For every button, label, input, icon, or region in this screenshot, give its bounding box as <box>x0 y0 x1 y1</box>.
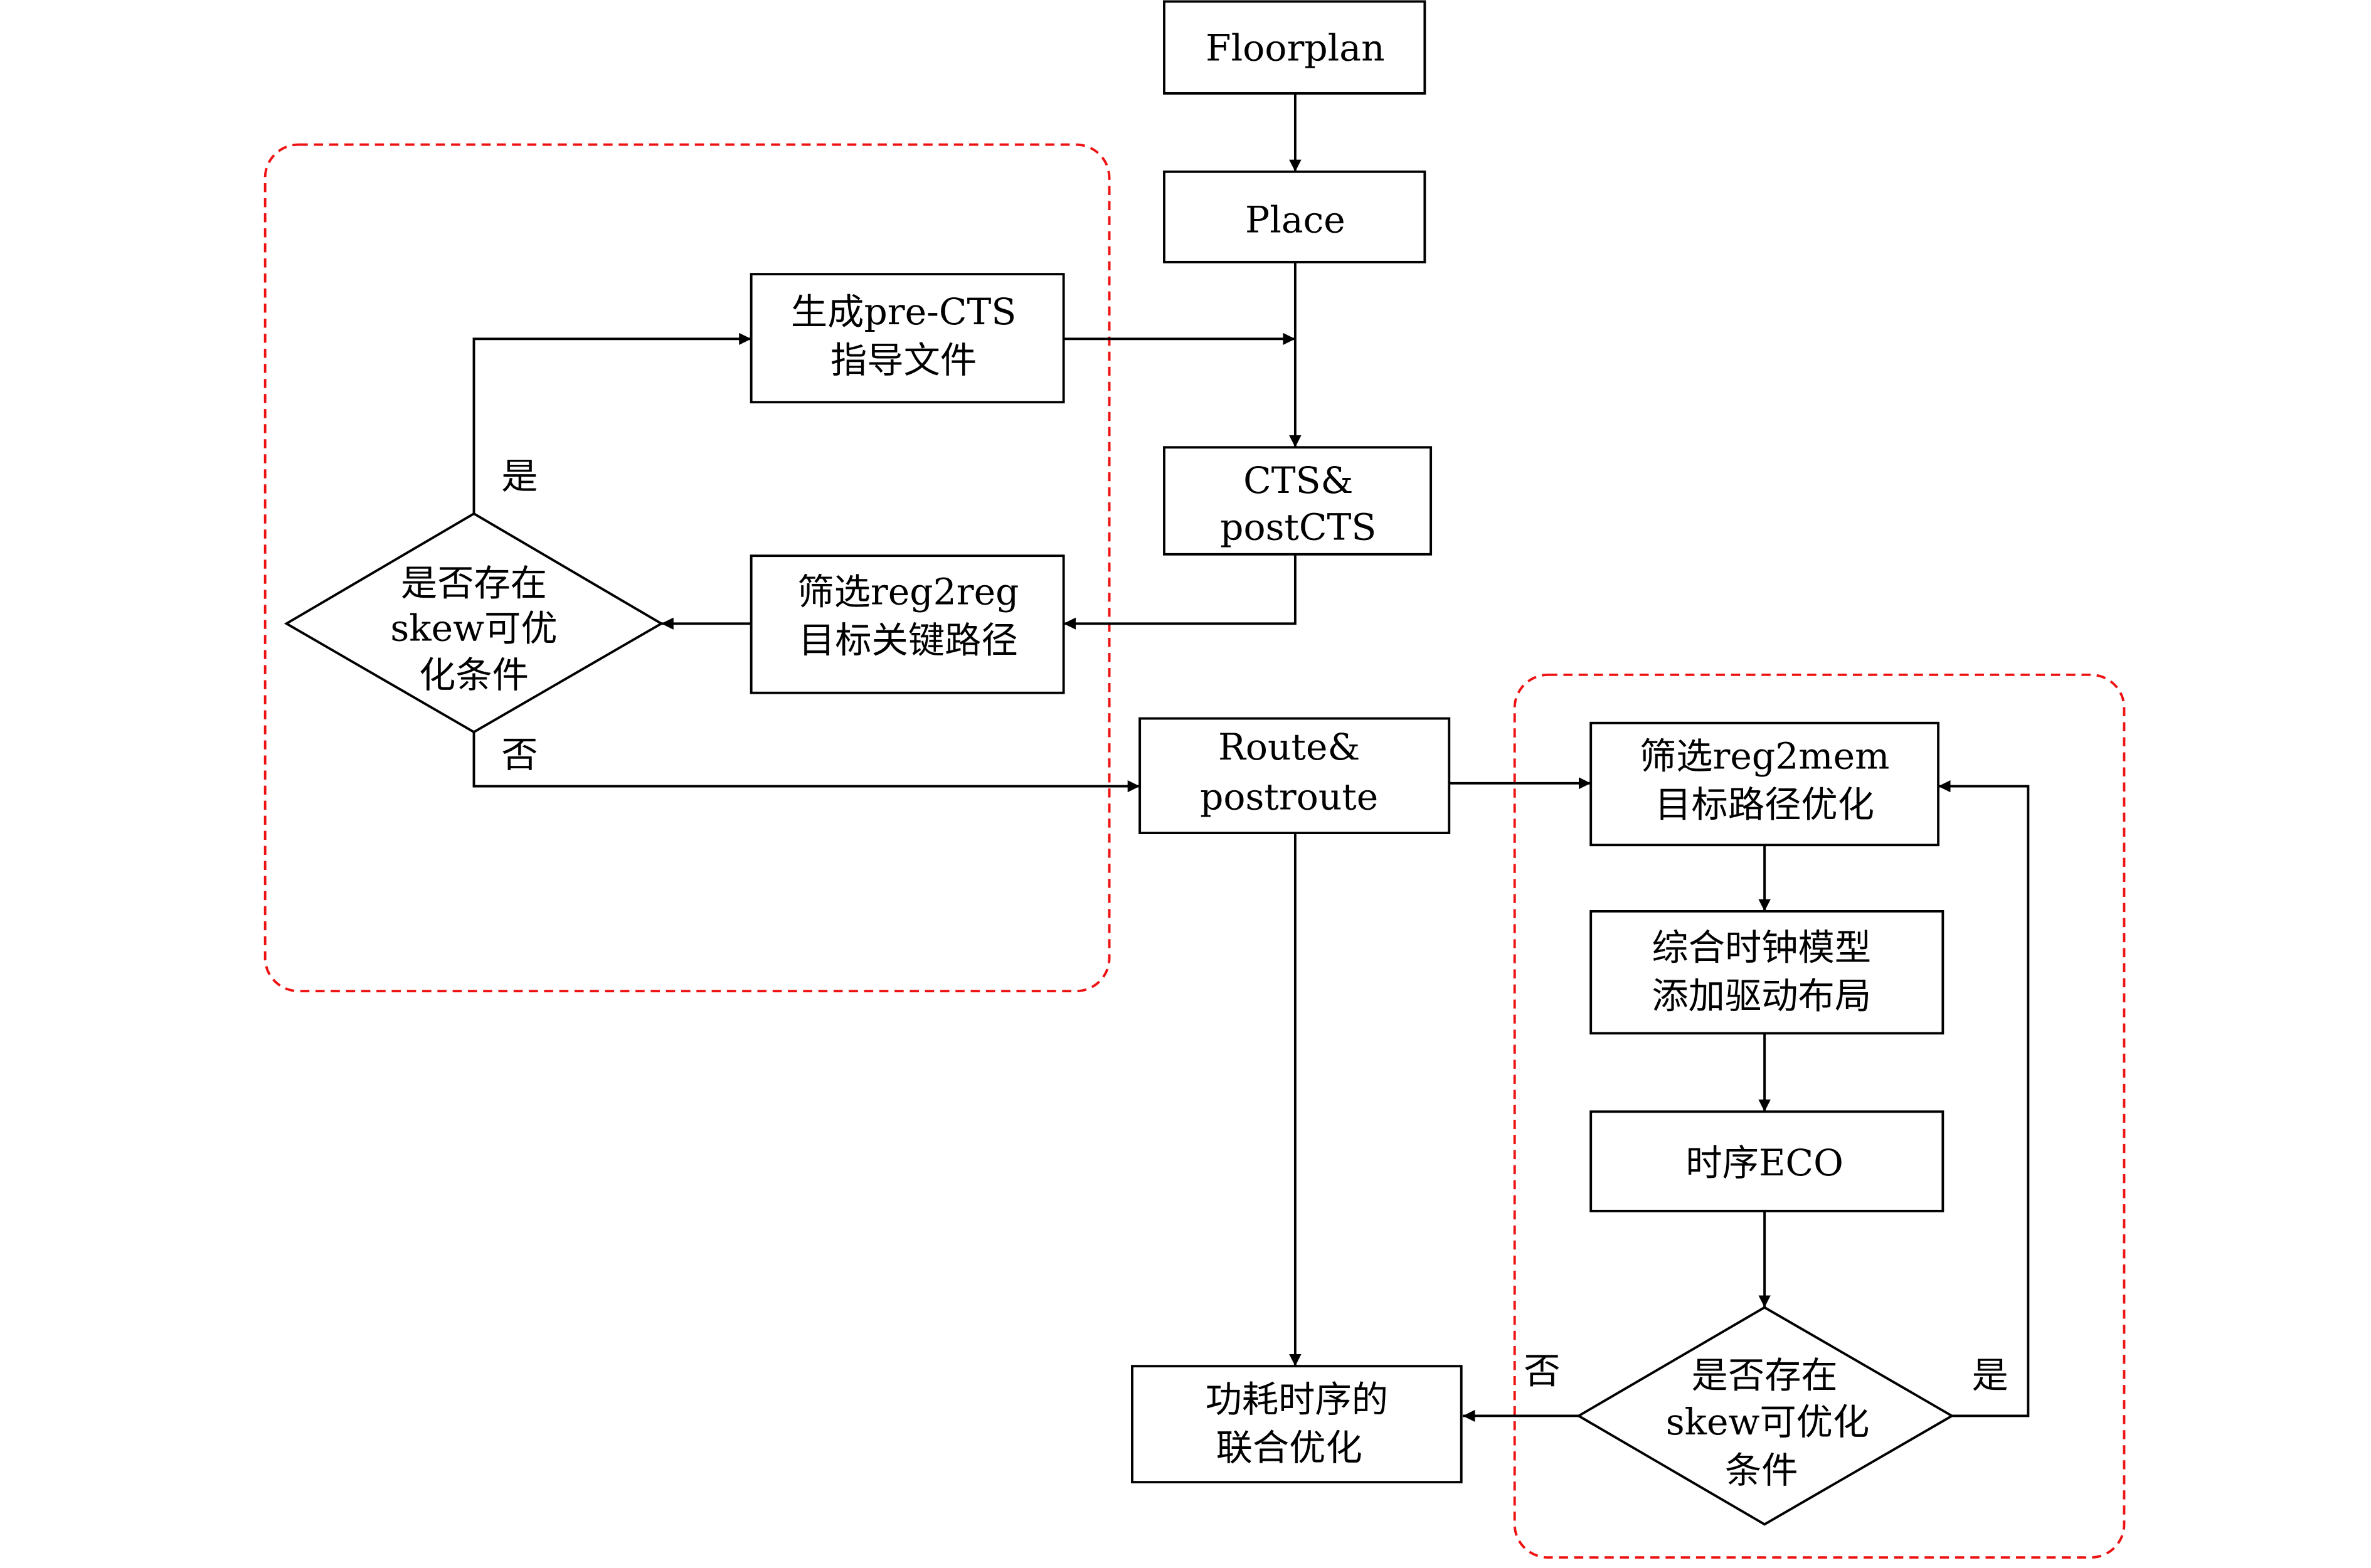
node-floorplan-label: Floorplan <box>1206 27 1384 70</box>
node-generate-prects-guide[interactable]: 生成pre-CTS 指导文件 <box>750 273 1065 404</box>
node-route[interactable]: Route& postroute <box>1138 717 1451 834</box>
node-decision-left-label-line3: 化条件 <box>419 654 529 696</box>
edges <box>472 93 2030 1422</box>
node-decision-left-label-line2: skew可优 <box>390 607 557 650</box>
node-decision-left[interactable]: 是否存在 skew可优 化条件 <box>284 512 664 734</box>
node-generate-prects-label-line2: 指导文件 <box>830 339 977 381</box>
node-decision-left-label-line1: 是否存在 <box>401 562 547 605</box>
edge-decision-left-no <box>472 732 1140 793</box>
node-filter-reg2reg-label-line1: 筛选reg2reg <box>797 571 1019 613</box>
node-place-label: Place <box>1245 199 1345 241</box>
node-filter-reg2mem-label-line2: 目标路径优化 <box>1655 783 1874 826</box>
node-decision-right-label-line2: skew可优化 <box>1666 1401 1870 1443</box>
node-timing-eco-label: 时序ECO <box>1685 1142 1843 1184</box>
node-floorplan[interactable]: Floorplan <box>1163 0 1426 95</box>
node-place[interactable]: Place <box>1163 170 1426 263</box>
edge-decision-left-yes <box>472 332 751 514</box>
node-decision-right-label-line3: 条件 <box>1725 1449 1798 1491</box>
node-filter-reg2reg[interactable]: 筛选reg2reg 目标关键路径 <box>750 554 1065 694</box>
edge-decision-right-yes <box>1938 780 2030 1417</box>
node-route-label-line1: Route& <box>1218 726 1360 768</box>
branch-label-right-yes: 是 <box>1972 1354 2008 1397</box>
node-cts-label-line1: CTS& <box>1243 459 1353 502</box>
node-clock-model-label-line1: 综合时钟模型 <box>1652 926 1871 969</box>
node-joint-optimization[interactable]: 功耗时序的 联合优化 <box>1131 1365 1463 1484</box>
node-clock-model[interactable]: 综合时钟模型 添加驱动布局 <box>1589 910 1944 1035</box>
node-cts[interactable]: CTS& postCTS <box>1163 446 1433 556</box>
node-timing-eco[interactable]: 时序ECO <box>1589 1110 1944 1212</box>
node-clock-model-label-line2: 添加驱动布局 <box>1652 975 1871 1017</box>
left-optimization-group <box>263 143 1111 993</box>
right-optimization-group <box>1513 673 2126 1559</box>
node-cts-label-line2: postCTS <box>1220 506 1376 549</box>
node-generate-prects-label-line1: 生成pre-CTS <box>791 290 1016 333</box>
node-filter-reg2mem[interactable]: 筛选reg2mem 目标路径优化 <box>1589 721 1940 847</box>
node-decision-right-label-line1: 是否存在 <box>1692 1354 1838 1397</box>
node-decision-right[interactable]: 是否存在 skew可优化 条件 <box>1576 1306 1955 1526</box>
node-route-label-line2: postroute <box>1200 776 1378 818</box>
node-filter-reg2reg-label-line2: 目标关键路径 <box>798 619 1018 662</box>
branch-label-right-no: 否 <box>1524 1350 1560 1392</box>
node-filter-reg2mem-label-line1: 筛选reg2mem <box>1640 735 1889 778</box>
branch-label-left-no: 否 <box>501 733 538 776</box>
branch-label-left-yes: 是 <box>501 455 538 497</box>
node-joint-opt-label-line1: 功耗时序的 <box>1206 1378 1389 1421</box>
node-joint-opt-label-line2: 联合优化 <box>1216 1426 1362 1469</box>
edge-cts-filter-reg2reg <box>1063 554 1297 630</box>
